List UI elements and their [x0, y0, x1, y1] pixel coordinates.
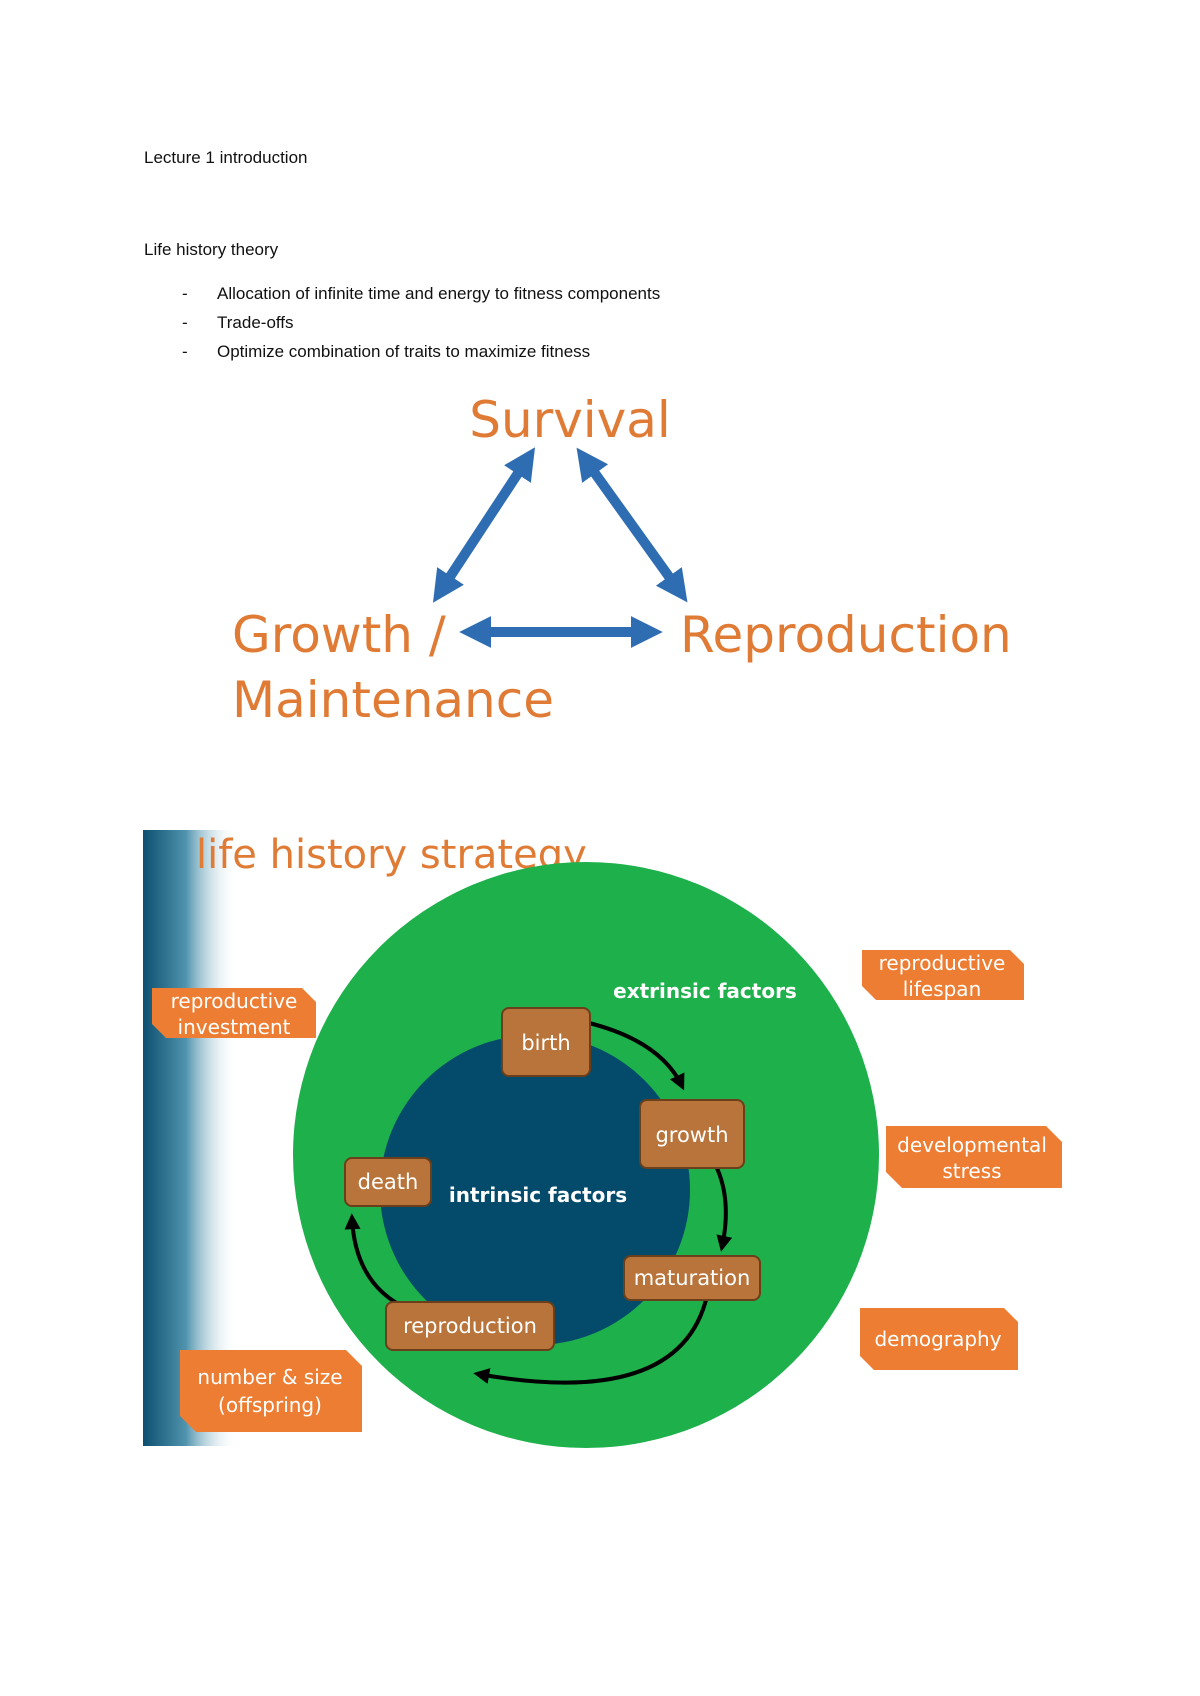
stage-growth-label: growth — [655, 1123, 728, 1147]
section-title: Life history theory — [144, 240, 279, 259]
lecture-heading: Lecture 1 introduction — [144, 148, 308, 167]
stage-birth: birth — [501, 1007, 591, 1077]
bullet-item: Trade-offs — [217, 313, 294, 332]
bullet-dash: - — [182, 284, 188, 303]
reproductive-investment-box: reproductive investment — [152, 988, 316, 1039]
stage-maturation-label: maturation — [634, 1266, 751, 1290]
stage-reproduction-label: reproduction — [403, 1314, 537, 1338]
survival-label: Survival — [469, 391, 671, 449]
number-size-line2: (offspring) — [218, 1393, 322, 1417]
strategy-title: life history strategy — [196, 832, 587, 878]
developmental-stress-line2: stress — [942, 1159, 1001, 1183]
side-gradient-bar — [143, 830, 238, 1446]
demography-box: demography — [860, 1308, 1018, 1370]
bullet-dash: - — [182, 313, 188, 332]
reproductive-investment-line2: investment — [178, 1015, 291, 1039]
extrinsic-factors-circle — [293, 862, 879, 1448]
reproductive-lifespan-line1: reproductive — [879, 951, 1006, 975]
stage-reproduction: reproduction — [385, 1301, 555, 1351]
bullet-dash: - — [182, 342, 188, 361]
extrinsic-factors-label: extrinsic factors — [613, 979, 797, 1003]
intrinsic-factors-circle — [380, 1035, 690, 1345]
number-size-offspring-box: number & size (offspring) — [180, 1350, 362, 1432]
number-size-line1: number & size — [197, 1365, 342, 1389]
survival-reproduction-arrow — [576, 447, 688, 603]
survival-growth-arrow — [432, 447, 536, 603]
intrinsic-factors-label: intrinsic factors — [449, 1183, 627, 1207]
reproduction-label: Reproduction — [680, 606, 1012, 664]
reproductive-lifespan-box: reproductive lifespan — [862, 950, 1024, 1001]
growth-to-maturation-arrow — [714, 1165, 733, 1252]
bullet-item: Optimize combination of traits to maximi… — [217, 342, 591, 361]
stage-death: death — [344, 1157, 432, 1207]
stage-birth-label: birth — [521, 1031, 570, 1055]
stage-maturation: maturation — [623, 1255, 761, 1301]
maturation-to-reproduction-arrow — [473, 1295, 709, 1385]
growth-maintenance-label-line2: Maintenance — [232, 671, 554, 729]
reproduction-to-death-arrow — [344, 1213, 401, 1307]
developmental-stress-line1: developmental — [897, 1133, 1047, 1157]
developmental-stress-box: developmental stress — [886, 1126, 1062, 1188]
reproductive-lifespan-line2: lifespan — [903, 977, 982, 1001]
reproductive-investment-line1: reproductive — [171, 989, 298, 1013]
demography-label: demography — [874, 1327, 1001, 1351]
bullet-item: Allocation of infinite time and energy t… — [217, 284, 661, 303]
growth-maintenance-label-line1: Growth / — [232, 606, 446, 664]
stage-growth: growth — [639, 1099, 745, 1169]
birth-to-growth-arrow — [584, 1020, 685, 1091]
stage-death-label: death — [358, 1170, 419, 1194]
